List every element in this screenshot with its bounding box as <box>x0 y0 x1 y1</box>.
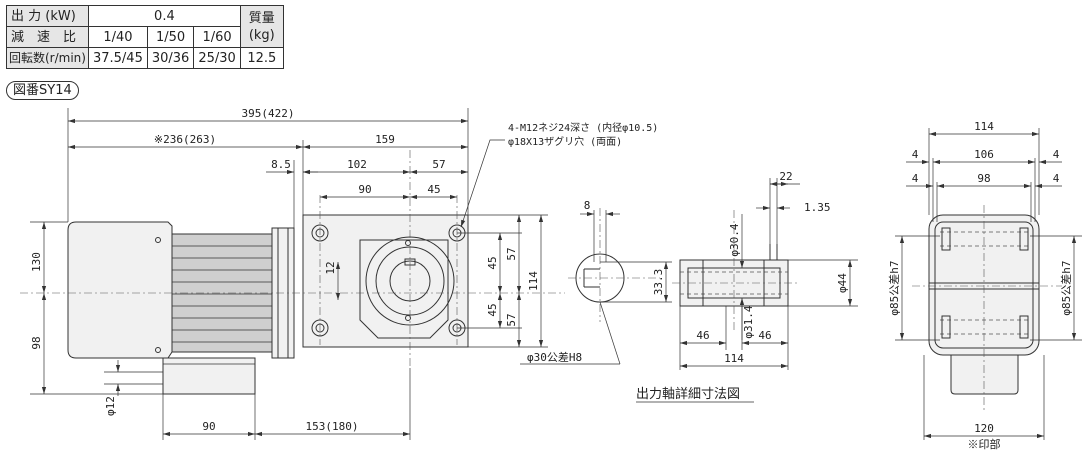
dim-phi31-4: φ31.4 <box>742 305 755 338</box>
speed-label: 回転数(r/min) <box>6 47 89 69</box>
mass-value: 12.5 <box>239 47 284 69</box>
dim-phi44: φ44 <box>836 273 849 293</box>
shaft-section-view <box>672 210 800 330</box>
dim-end-note: ※印部 <box>968 437 1001 451</box>
speed-cell: 25/30 <box>193 47 241 69</box>
dim-130: 130 <box>30 252 43 272</box>
dim-45-top: 45 <box>427 183 440 196</box>
dim-22: 22 <box>779 170 792 183</box>
mass-label: 質量 (kg) <box>239 5 284 48</box>
output-label: 出 力 (kW) <box>6 5 89 27</box>
shaft-end-dimensions: 8 33.3 φ30公差H8 <box>520 199 672 365</box>
dim-motor-length: ※236(263) <box>154 133 216 146</box>
end-view-dimensions: 114 106 4 4 98 4 4 φ85公差h7 φ85公差h7 120 ※… <box>887 120 1082 451</box>
dim-57-top: 57 <box>432 158 445 171</box>
end-view <box>912 205 1062 410</box>
bolt-note-line-1: 4-M12ネジ24深さ (内径φ10.5) <box>508 121 658 134</box>
dim-45-right-1: 45 <box>486 256 499 269</box>
dim-end-4-a: 4 <box>912 148 919 161</box>
dim-phi12: φ12 <box>104 396 117 416</box>
dim-1-35: 1.35 <box>804 201 831 214</box>
dim-33-3: 33.3 <box>652 269 665 296</box>
dim-end-4-b: 4 <box>1053 148 1060 161</box>
spec-table: 出 力 (kW) 0.4 質量 (kg) 減 速 比 1/40 1/50 1/6… <box>6 5 284 69</box>
dim-total-length: 395(422) <box>242 107 295 120</box>
dim-102: 102 <box>347 158 367 171</box>
gear-housing <box>302 214 469 348</box>
side-view-dimensions: 395(422) ※236(263) 159 8.5 102 57 90 45 … <box>30 107 548 440</box>
mass-label-1: 質量 <box>248 10 275 26</box>
dim-46-left: 46 <box>696 329 709 342</box>
ratio-label: 減 速 比 <box>6 26 89 48</box>
dim-98: 98 <box>30 336 43 349</box>
dim-key-8: 8 <box>584 199 591 212</box>
shaft-detail-caption: 出力軸詳細寸法図 <box>636 386 740 402</box>
speed-cell: 30/36 <box>146 47 195 69</box>
speed-cell: 37.5/45 <box>87 47 148 69</box>
mass-label-2: (kg) <box>248 27 275 43</box>
dim-46-right: 46 <box>758 329 771 342</box>
dim-90-bottom: 90 <box>202 420 215 433</box>
dim-phi30-h8: φ30公差H8 <box>527 350 582 364</box>
dim-end-106: 106 <box>974 148 994 161</box>
bolt-note-line-2: φ18X13ザグリ穴 (両面) <box>508 135 622 148</box>
dim-phi30-4: φ30.4 <box>728 223 741 256</box>
dim-end-98: 98 <box>977 172 990 185</box>
dim-end-4-d: 4 <box>1053 172 1060 185</box>
figure-number-badge: 図番SY14 <box>6 81 79 100</box>
dim-57-right-1: 57 <box>505 247 518 260</box>
dim-45-right-2: 45 <box>486 303 499 316</box>
dim-8-5: 8.5 <box>271 158 291 171</box>
terminal-box <box>162 357 256 395</box>
dim-12-side: 12 <box>324 261 337 274</box>
shaft-end-view <box>568 208 660 322</box>
ratio-cell: 1/60 <box>193 26 241 48</box>
dim-gear-length: 159 <box>375 133 395 146</box>
dim-end-phi85-left: φ85公差h7 <box>887 260 901 315</box>
dim-end-4-c: 4 <box>912 172 919 185</box>
dim-end-114: 114 <box>974 120 994 133</box>
dim-114-shaft: 114 <box>724 352 744 365</box>
dim-90-top: 90 <box>358 183 371 196</box>
side-view <box>20 150 565 395</box>
dim-57-right-2: 57 <box>505 313 518 326</box>
shaft-section-dimensions: φ30.4 22 1.35 φ31.4 φ44 46 46 114 <box>679 170 858 370</box>
dim-114-vertical: 114 <box>527 271 540 291</box>
dim-end-120: 120 <box>974 422 994 435</box>
dim-end-phi85-right: φ85公差h7 <box>1059 260 1073 315</box>
dim-153: 153(180) <box>306 420 359 433</box>
